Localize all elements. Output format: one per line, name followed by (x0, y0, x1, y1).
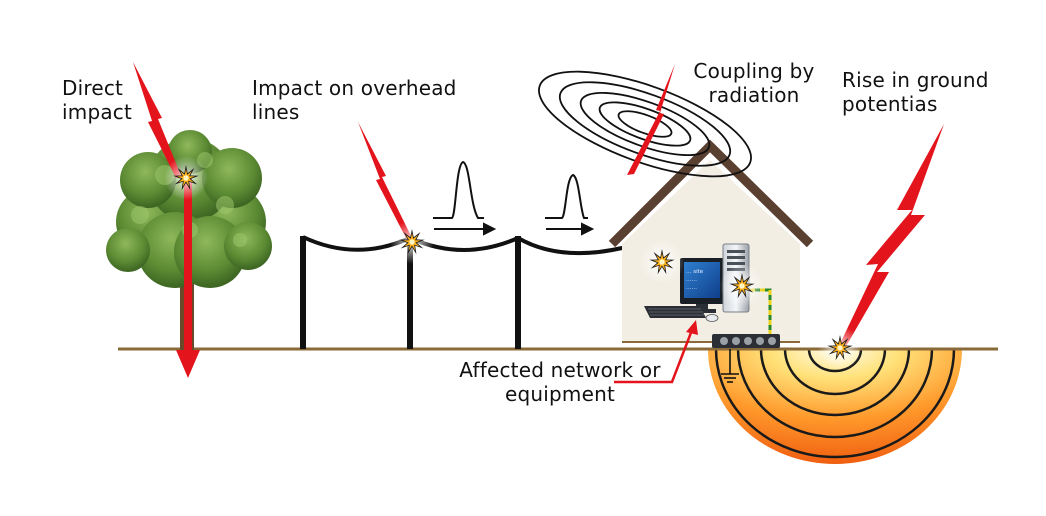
lightning-bolt-icon (838, 124, 944, 348)
monitor-line-3: …… (686, 285, 697, 291)
arrow-down-icon (176, 350, 200, 378)
spark-burst-icon (390, 220, 434, 264)
label-radiation: Coupling by radiation (693, 59, 815, 107)
surge-protector-bar (712, 334, 780, 348)
label-direct-impact: Direct impact (62, 76, 133, 124)
label-affected-equipment: Affected network or equipment (459, 358, 661, 406)
lightning-bolt-icon (358, 122, 413, 240)
surge-pulse-2 (545, 173, 595, 236)
lightning-bolt-icon (133, 62, 182, 178)
ground-symbol-icon (721, 349, 739, 383)
surge-pulse-1 (433, 160, 497, 236)
direct-impact-lightning (133, 62, 200, 378)
monitor-line-2: …… (686, 277, 697, 283)
spark-bursts (164, 156, 862, 370)
spark-burst-icon (164, 156, 208, 200)
computer-icon: … site …… …… (644, 258, 724, 322)
spark-burst-icon (640, 240, 684, 284)
affected-pointer (614, 320, 698, 384)
label-overhead-lines: Impact on overhead lines (252, 76, 457, 124)
ground-potential-rise (708, 348, 962, 464)
spark-burst-icon (720, 264, 764, 308)
label-ground-potential: Rise in ground potentias (842, 68, 989, 116)
spark-burst-icon (818, 326, 862, 370)
monitor-line-1: … site (686, 269, 704, 275)
radiation-rings (538, 70, 752, 178)
